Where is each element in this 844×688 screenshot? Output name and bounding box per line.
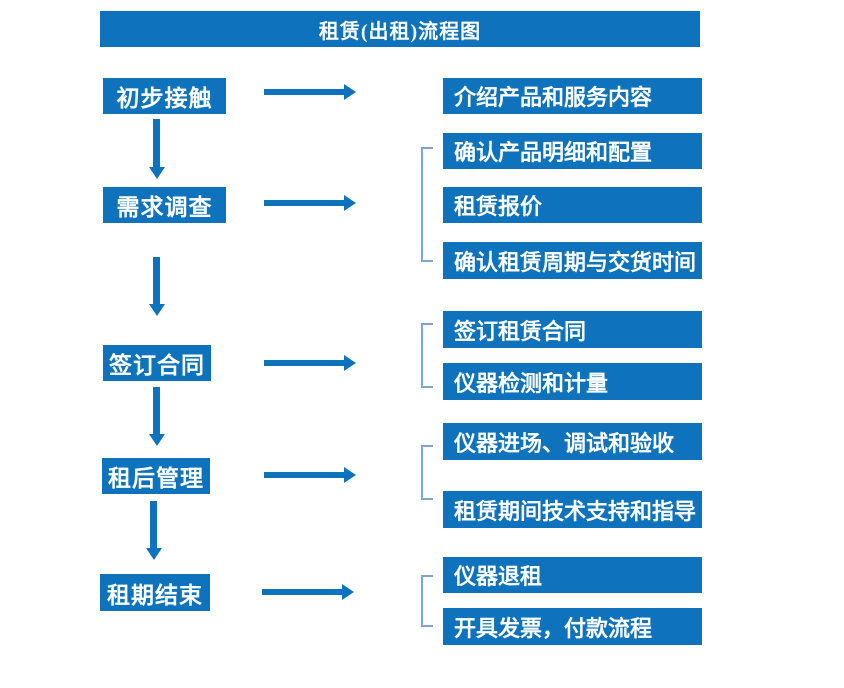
page-title: 租赁(出租)流程图 [318,20,482,43]
group-bracket-rental-end [421,575,433,627]
stage-box-demand-survey: 需求调查 [103,187,226,223]
down-arrow-4 [146,501,162,560]
down-arrow-2 [149,257,165,316]
group-bracket-sign-contract [421,323,433,388]
right-arrow-2 [264,195,356,211]
arrow-shaft [264,472,344,478]
arrow-head [344,195,356,211]
arrow-head [149,167,165,179]
detail-box-technical-support: 租赁期间技术支持和指导 [443,491,702,528]
right-arrow-1 [264,84,356,100]
down-arrow-1 [149,119,165,179]
detail-box-instrument-setup: 仪器进场、调试和验收 [443,423,702,460]
arrow-head [344,355,356,371]
arrow-head [146,548,162,560]
arrow-shaft [264,200,344,206]
detail-box-confirm-product-config: 确认产品明细和配置 [443,133,702,169]
arrow-shaft [262,589,342,595]
arrow-shaft [153,387,160,434]
detail-box-invoice-payment: 开具发票，付款流程 [443,608,702,645]
arrow-head [149,434,165,446]
arrow-shaft [153,257,160,304]
title-bar: 租赁(出租)流程图 [100,11,700,47]
arrow-head [344,467,356,483]
arrow-head [342,584,354,600]
right-arrow-3 [264,355,356,371]
arrow-shaft [264,89,344,95]
arrow-head [149,304,165,316]
arrow-shaft [153,119,160,167]
group-bracket-demand-survey [421,147,433,262]
stage-box-initial-contact: 初步接触 [103,78,226,114]
detail-box-rental-quotation: 租赁报价 [443,187,702,223]
right-arrow-4 [264,467,356,483]
group-bracket-post-rental [421,445,433,500]
right-arrow-5 [262,584,354,600]
detail-box-confirm-rental-period: 确认租赁周期与交货时间 [443,242,702,279]
detail-box-sign-rental-contract: 签订租赁合同 [443,311,702,348]
detail-box-introduce-products: 介绍产品和服务内容 [443,78,702,114]
down-arrow-3 [149,387,165,446]
stage-box-post-rental-management: 租后管理 [102,458,210,494]
detail-box-instrument-testing: 仪器检测和计量 [443,363,702,400]
detail-box-instrument-return: 仪器退租 [443,557,702,593]
arrow-shaft [264,360,344,366]
stage-box-rental-end: 租期结束 [100,574,210,611]
arrow-shaft [150,501,157,548]
arrow-head [344,84,356,100]
stage-box-sign-contract: 签订合同 [103,345,211,381]
